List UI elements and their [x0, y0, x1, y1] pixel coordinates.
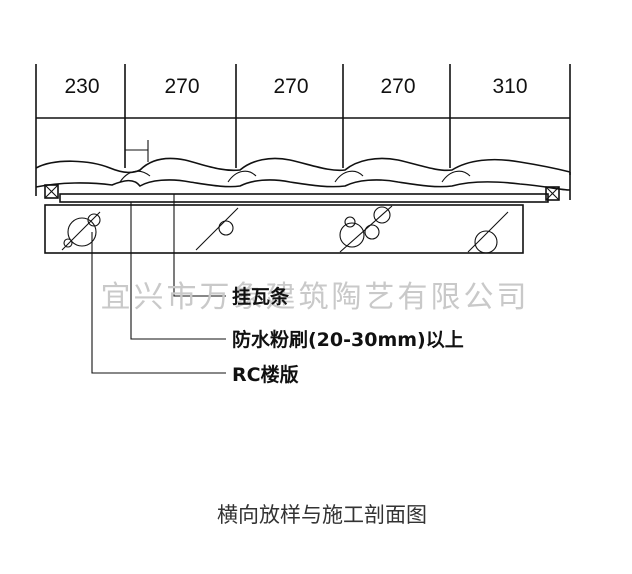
roof-tiles [35, 157, 571, 200]
dimension-label-1: 230 [64, 75, 99, 98]
rc-slab [44, 204, 524, 254]
end-batten-left [44, 184, 59, 199]
dimension-label-4: 270 [380, 75, 415, 98]
slab-aggregate [61, 205, 509, 254]
dimension-label-2: 270 [164, 75, 199, 98]
watermark-text: 宜兴市万象建筑陶艺有限公司 [101, 280, 530, 315]
slab-label: RC楼版 [232, 363, 299, 386]
dimension-label-3: 270 [273, 75, 308, 98]
overlap-mark [125, 140, 149, 162]
waterproof-label: 防水粉刷(20-30mm)以上 [232, 328, 464, 351]
waterproof-layer [59, 193, 549, 203]
dimension-label-5: 310 [492, 75, 527, 98]
batten-label: 挂瓦条 [232, 285, 290, 308]
leader-lines [91, 194, 226, 374]
dimension-ticks [35, 64, 571, 175]
diagram-caption: 横向放样与施工剖面图 [217, 503, 427, 527]
